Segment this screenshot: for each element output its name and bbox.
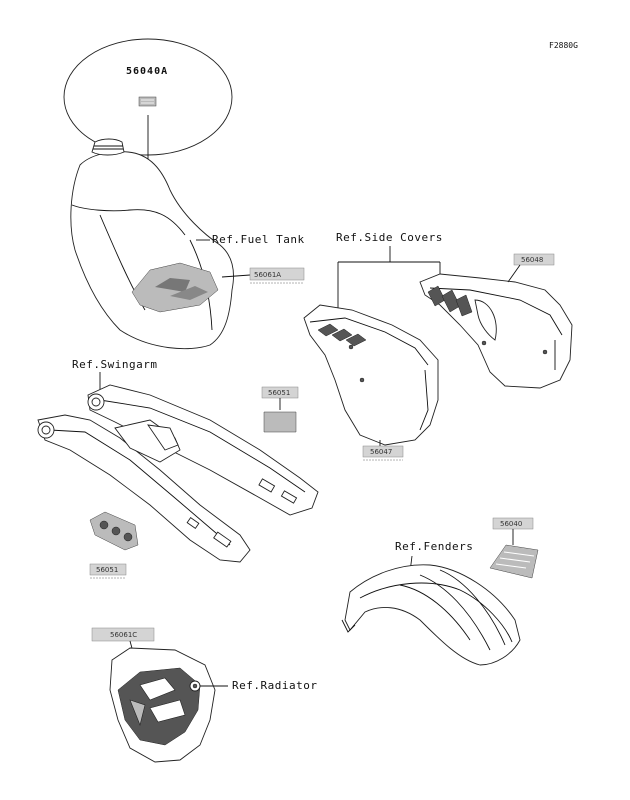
part-number-56061A: 56061A — [254, 271, 281, 279]
part-number-56051-bottom: 56051 — [96, 566, 118, 574]
radiator-group: 56061C Ref.Radiator — [91, 627, 317, 763]
fuel-tank-group: 56040A Ref.Fuel Tank 56061A — [63, 38, 305, 350]
ref-fuel-tank-label: Ref.Fuel Tank — [212, 233, 305, 246]
part-number-56048: 56048 — [521, 256, 543, 264]
swingarm-group: Ref.Swingarm 56051 — [37, 358, 319, 579]
diagram-code: F2880G — [549, 41, 578, 50]
part-number-56047: 56047 — [370, 448, 392, 456]
part-box-56061A — [249, 267, 305, 281]
fender-group: 56040 Ref.Fenders — [341, 517, 539, 666]
front-fender-outline — [344, 564, 521, 666]
ref-fenders-label: Ref.Fenders — [395, 540, 473, 553]
side-covers-group: Ref.Side Covers 56048 56047 — [303, 231, 573, 461]
part-number-56051-top: 56051 — [268, 389, 290, 397]
ref-radiator-label: Ref.Radiator — [232, 679, 317, 692]
ref-side-covers-label: Ref.Side Covers — [336, 231, 443, 244]
fuel-tank-outline — [70, 151, 234, 350]
part-box-56047 — [362, 445, 404, 458]
part-box-56051-bottom — [89, 563, 127, 576]
part-number-56061C: 56061C — [110, 631, 137, 639]
swingarm-decal-group: 56051 — [261, 386, 299, 433]
part-box-56048 — [513, 253, 555, 266]
ref-swingarm-label: Ref.Swingarm — [72, 358, 157, 371]
decal-56040 — [489, 544, 539, 579]
decal-56040A — [138, 96, 157, 107]
decal-56051 — [263, 411, 297, 433]
part-number-56040: 56040 — [500, 520, 522, 528]
left-side-cover — [303, 304, 439, 446]
part-number-56040A: 56040A — [126, 66, 168, 77]
part-box-56061C — [91, 627, 155, 642]
